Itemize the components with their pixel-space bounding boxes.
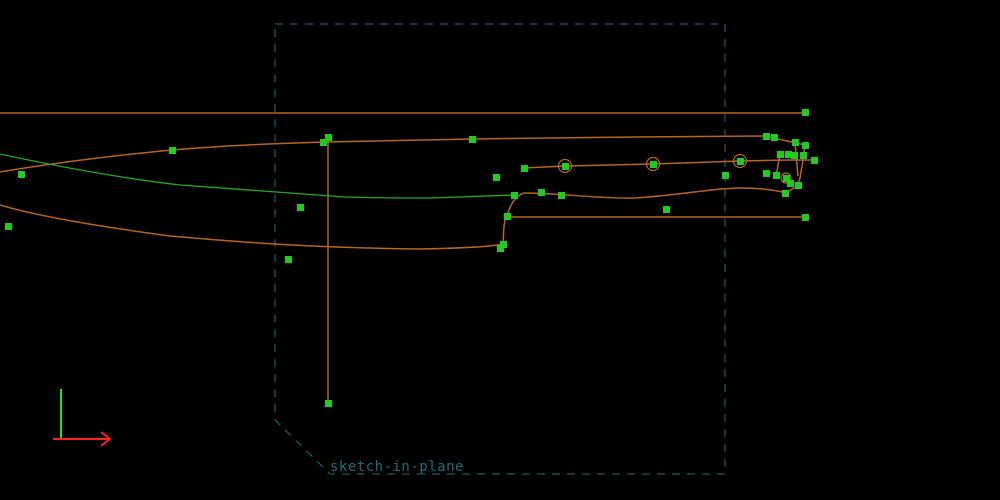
sketch-point[interactable]	[771, 134, 778, 141]
sketch-point[interactable]	[763, 170, 770, 177]
outer-profile-curve[interactable]	[0, 135, 806, 173]
sketch-point[interactable]	[469, 136, 476, 143]
sketch-point[interactable]	[325, 134, 332, 141]
xy-axis-triad-icon	[53, 389, 112, 447]
x-axis-arrow-icon	[100, 431, 112, 447]
sketch-point[interactable]	[5, 223, 12, 230]
sketch-point[interactable]	[811, 157, 818, 164]
lower-profile-curve[interactable]	[0, 204, 504, 250]
sketch-point[interactable]	[504, 213, 511, 220]
sketch-curves[interactable]	[0, 112, 814, 403]
sketch-points[interactable]	[5, 109, 818, 407]
sketch-point[interactable]	[493, 174, 500, 181]
sketch-point[interactable]	[500, 241, 507, 248]
sketch-point[interactable]	[785, 151, 792, 158]
sketch-point[interactable]	[795, 182, 802, 189]
sketch-point[interactable]	[783, 175, 790, 182]
sketch-point[interactable]	[325, 400, 332, 407]
sketch-point[interactable]	[497, 245, 504, 252]
construction-curve[interactable]	[0, 153, 515, 199]
sketch-point[interactable]	[562, 163, 569, 170]
tip-outline[interactable]	[775, 142, 814, 194]
sketch-point[interactable]	[792, 139, 799, 146]
sketch-point[interactable]	[773, 172, 780, 179]
sketch-point[interactable]	[787, 180, 794, 187]
constraint-marker-1[interactable]	[557, 158, 573, 174]
sketch-point[interactable]	[722, 172, 729, 179]
sketch-point[interactable]	[18, 171, 25, 178]
sketch-point[interactable]	[800, 152, 807, 159]
workplane-label: sketch-in-plane	[330, 459, 464, 475]
sketch-point[interactable]	[169, 147, 176, 154]
constraint-marker-3[interactable]	[732, 153, 748, 169]
sketch-point[interactable]	[763, 133, 770, 140]
sketch-point[interactable]	[650, 161, 657, 168]
sketch-point[interactable]	[285, 256, 292, 263]
sketch-point[interactable]	[521, 165, 528, 172]
workplane-boundary	[274, 23, 726, 475]
sketch-point[interactable]	[663, 206, 670, 213]
sketch-point[interactable]	[802, 109, 809, 116]
sketch-point[interactable]	[802, 214, 809, 221]
workplane-outline	[274, 23, 726, 475]
sketch-point[interactable]	[737, 158, 744, 165]
sketch-point[interactable]	[782, 190, 789, 197]
sketch-point[interactable]	[320, 139, 327, 146]
sketch-point[interactable]	[777, 151, 784, 158]
sketch-point[interactable]	[558, 192, 565, 199]
constraint-marker-4[interactable]	[780, 172, 792, 184]
constraint-marker-2[interactable]	[645, 156, 661, 172]
sketch-point[interactable]	[297, 204, 304, 211]
inner-bottom-curve[interactable]	[523, 187, 787, 199]
sketch-point[interactable]	[511, 192, 518, 199]
sketch-point[interactable]	[791, 152, 798, 159]
sketch-point[interactable]	[538, 189, 545, 196]
sketch-point[interactable]	[802, 142, 809, 149]
